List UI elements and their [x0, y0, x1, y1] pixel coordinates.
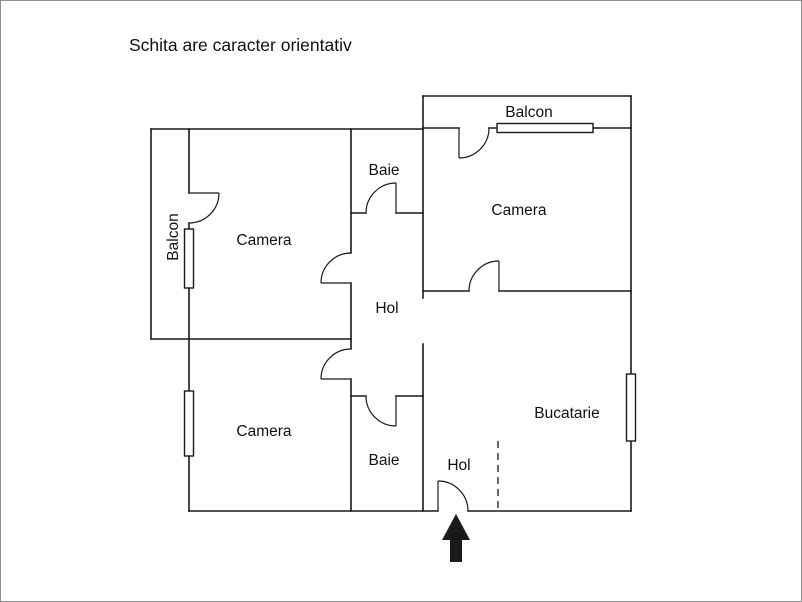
room-label-hol-bottom: Hol	[447, 457, 470, 474]
door-balcon-left	[188, 192, 220, 224]
page-title: Schita are caracter orientativ	[129, 35, 352, 55]
room-label-baie-top: Baie	[368, 162, 399, 179]
room-label-camera-top-left: Camera	[236, 232, 292, 249]
room-label-camera-bottom-left: Camera	[236, 423, 292, 440]
door-camera-top-left	[320, 252, 352, 284]
entrance-arrow-icon	[442, 514, 470, 562]
window-bucatarie	[625, 373, 637, 442]
door-baie-top	[365, 182, 397, 214]
walls	[150, 95, 632, 512]
door-camera-top-right	[468, 260, 500, 292]
window-camera-bottom-left	[183, 390, 195, 457]
room-label-camera-top-right: Camera	[491, 202, 547, 219]
window-balcon-top	[496, 122, 594, 134]
windows	[183, 122, 637, 457]
room-label-balcon-top: Balcon	[505, 104, 552, 121]
window-balcon-left	[183, 228, 195, 289]
door-camera-bottom-left	[320, 348, 352, 380]
door-symbols	[188, 127, 500, 512]
room-label-hol-middle: Hol	[375, 300, 398, 317]
door-balcon-top	[458, 127, 490, 159]
room-label-bucatarie: Bucatarie	[534, 405, 599, 422]
room-label-balcon-left: Balcon	[165, 213, 182, 260]
door-entrance	[437, 480, 469, 512]
room-labels: Balcon Camera Baie Camera Balcon Hol Cam…	[165, 104, 600, 474]
room-label-baie-bottom: Baie	[368, 452, 399, 469]
door-baie-bottom	[365, 395, 397, 427]
